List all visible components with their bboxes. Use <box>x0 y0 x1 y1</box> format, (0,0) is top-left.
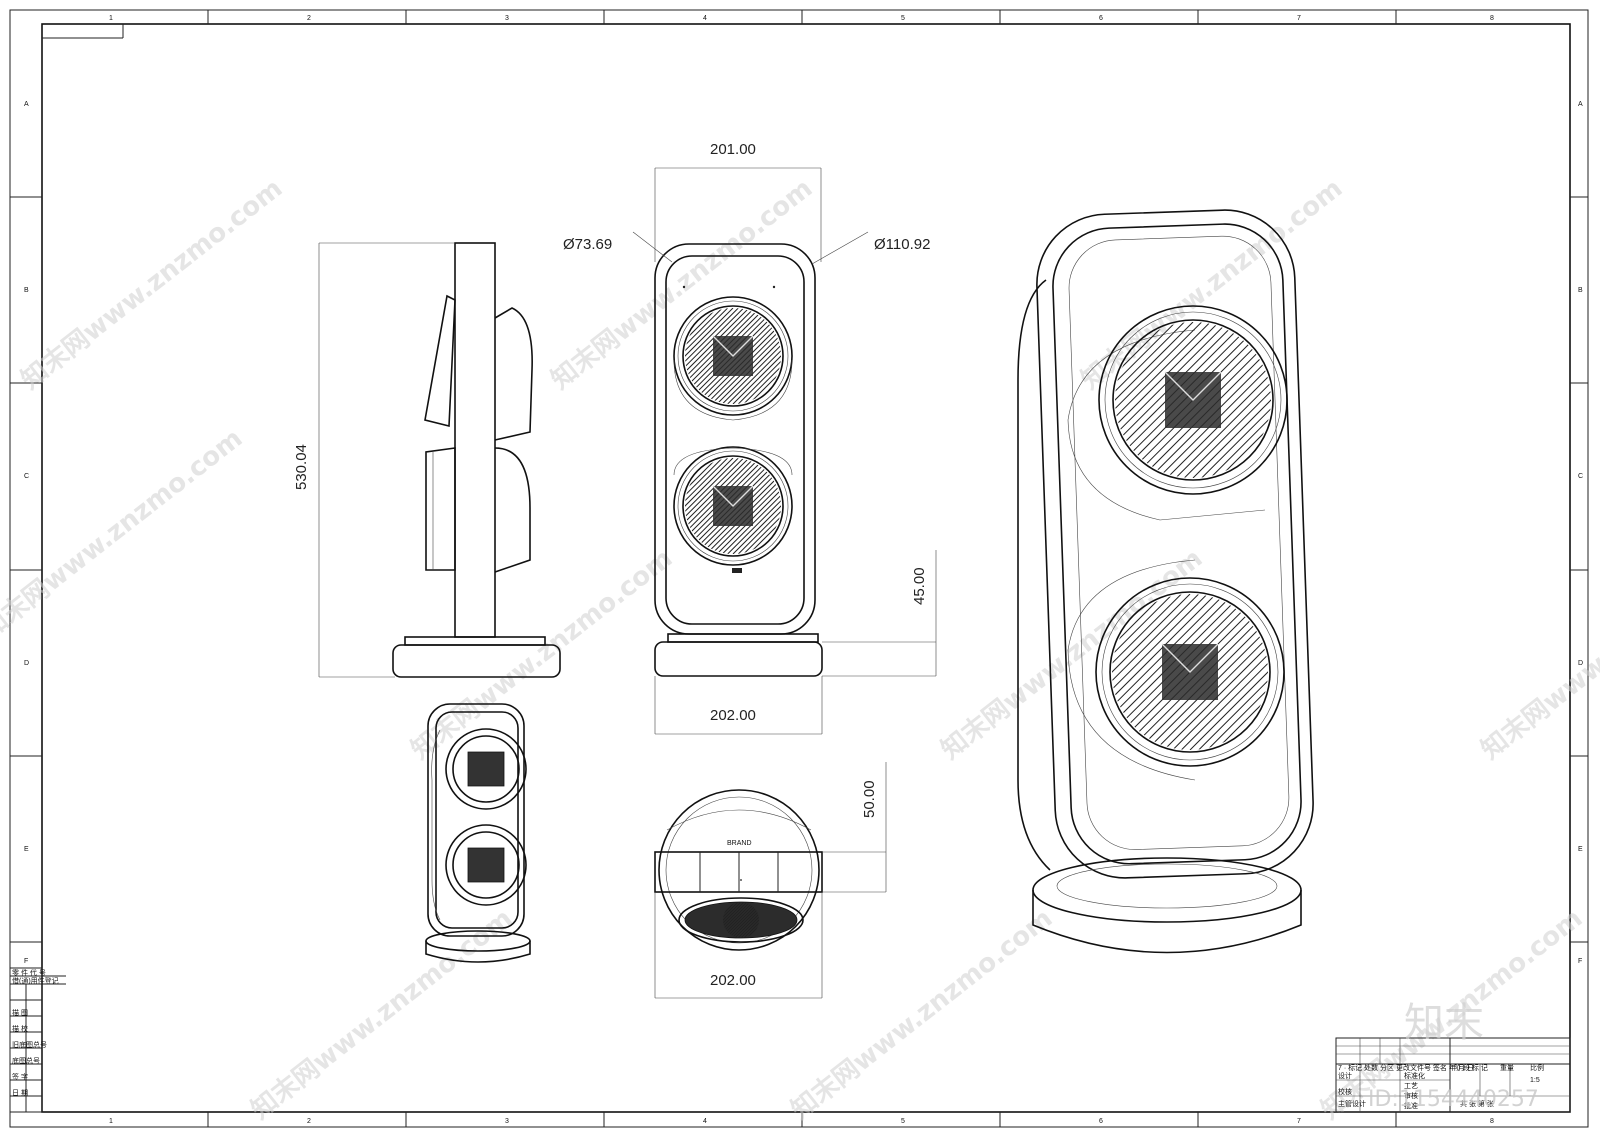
col-label: 7 <box>1297 15 1301 22</box>
title-block-scale-value: 1:5 <box>1530 1077 1540 1084</box>
top-view: BRAND 50.00 202.00 <box>654 762 887 999</box>
row-label: B <box>1578 287 1583 294</box>
site-watermark: 知末网www.znzmo.com <box>1076 173 1348 395</box>
left-diameter-dimension: Ø73.69 <box>563 236 612 253</box>
col-label: 1 <box>109 1118 113 1125</box>
table-cell: 借(通)用件登记 <box>12 976 59 985</box>
grid-ticks <box>10 10 1588 1127</box>
brand-watermark: 知末 <box>1404 1000 1484 1046</box>
col-label: 1 <box>109 15 113 22</box>
row-label: F <box>1578 958 1582 965</box>
outer-frame <box>9 9 1589 1128</box>
grid-labels: 1 2 3 4 5 6 7 8 1 2 3 4 5 6 7 8 A B C D … <box>24 15 1583 1125</box>
site-watermark: 知末网www.znzmo.com <box>406 543 678 765</box>
col-label: 6 <box>1099 1118 1103 1125</box>
row-label: F <box>24 958 28 965</box>
left-side-table: 零 件 代 号 借(通)用件登记 描 图 描 校 旧底图总号 底图总号 签 字 … <box>9 967 66 1113</box>
row-label: D <box>1578 660 1583 667</box>
title-block-mid: 标准化 <box>1404 1071 1425 1080</box>
col-label: 5 <box>901 15 905 22</box>
title-block: 7 · 标记 处数 分区 更改文件号 签名 年 月 日 阶 段 标 记 重量 比… <box>1335 1037 1571 1113</box>
title-block-header: 7 · 标记 处数 分区 更改文件号 签名 年 月 日 <box>1338 1063 1474 1072</box>
col-label: 3 <box>505 15 509 22</box>
row-label: E <box>24 846 29 853</box>
title-block-mid: 审核 <box>1404 1091 1418 1100</box>
col-label: 6 <box>1099 15 1103 22</box>
lower-fan-grille <box>685 458 781 554</box>
row-label: D <box>24 660 29 667</box>
col-label: 5 <box>901 1118 905 1125</box>
col-label: 4 <box>703 15 707 22</box>
title-block-row: 设计 <box>1338 1071 1352 1080</box>
table-cell: 签 字 <box>12 1072 28 1081</box>
large-upper-fan-grille <box>1115 322 1271 478</box>
site-watermark: 知末网www.znzmo.com <box>1476 543 1600 765</box>
row-label: E <box>1578 846 1583 853</box>
title-block-stage: 阶 段 标 记 <box>1454 1063 1488 1072</box>
col-label: 3 <box>505 1118 509 1125</box>
right-diameter-dimension: Ø110.92 <box>874 236 930 253</box>
table-cell: 日 期 <box>12 1089 28 1097</box>
table-cell: 描 图 <box>12 1008 28 1017</box>
site-watermark: 知末网www.znzmo.com <box>786 903 1058 1125</box>
base-width-dimension: 202.00 <box>710 707 756 724</box>
small-isometric-view <box>425 703 531 963</box>
title-block-scale-label: 比例 <box>1530 1063 1544 1072</box>
top-view-depth-dimension: 50.00 <box>861 780 878 818</box>
title-block-row: 主管设计 <box>1338 1099 1366 1108</box>
title-block-mid: 批准 <box>1404 1101 1418 1110</box>
row-label: C <box>1578 473 1583 480</box>
title-block-mid: 工艺 <box>1404 1082 1418 1090</box>
table-cell: 底图总号 <box>12 1056 40 1065</box>
base-height-dimension: 45.00 <box>911 567 928 605</box>
table-cell: 零 件 代 号 <box>12 968 46 977</box>
col-label: 7 <box>1297 1118 1301 1125</box>
top-width-dimension: 201.00 <box>710 141 756 158</box>
col-label: 8 <box>1490 15 1494 22</box>
table-cell: 旧底图总号 <box>12 1040 47 1049</box>
site-watermark: 知末网www.znzmo.com <box>546 173 818 395</box>
inner-frame <box>41 23 1571 1113</box>
id-watermark: ID:1154440257 <box>1368 1087 1539 1112</box>
front-view: 201.00 Ø73.69 Ø110.92 45.00 202.00 <box>563 141 937 735</box>
title-block-row: 校核 <box>1338 1087 1352 1096</box>
col-label: 8 <box>1490 1118 1494 1125</box>
table-cell: 描 校 <box>12 1024 28 1033</box>
site-watermark: 知末网www.znzmo.com <box>0 423 248 645</box>
title-block-footer: 共 张 第 张 <box>1460 1099 1494 1108</box>
col-label: 4 <box>703 1118 707 1125</box>
row-label: A <box>24 101 29 108</box>
col-label: 2 <box>307 15 311 22</box>
row-label: B <box>24 287 29 294</box>
top-view-brand-label: BRAND <box>727 840 752 847</box>
row-label: C <box>24 473 29 480</box>
site-watermark: 知末网www.znzmo.com <box>16 173 288 395</box>
col-label: 2 <box>307 1118 311 1125</box>
height-dimension: 530.04 <box>293 444 310 490</box>
top-view-width-dimension: 202.00 <box>710 972 756 989</box>
row-label: A <box>1578 101 1583 108</box>
side-view: 530.04 <box>293 242 561 678</box>
watermarks: 知末网www.znzmo.com 知末网www.znzmo.com 知末网www… <box>0 173 1600 1125</box>
title-block-weight: 重量 <box>1500 1064 1514 1072</box>
